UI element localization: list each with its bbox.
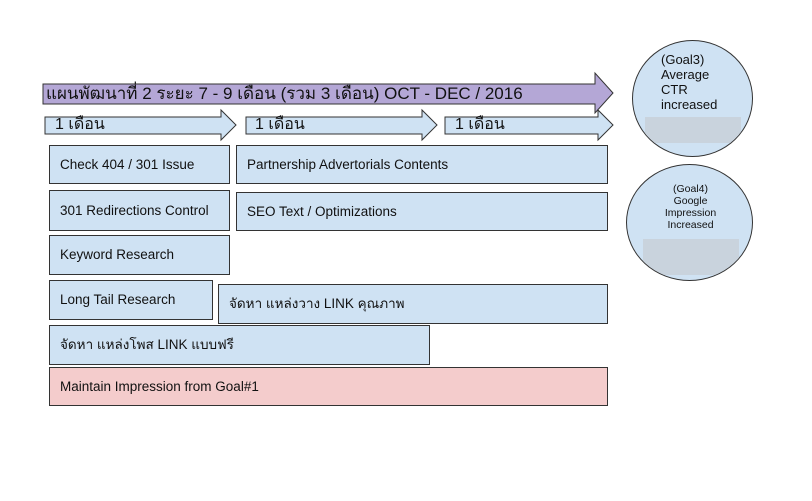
task-free-link: จัดหา แหล่งโพส LINK แบบฟรี <box>49 325 430 365</box>
plan-arrow-label: แผนพัฒนาที่ 2 ระยะ 7 - 9 เดือน (รวม 3 เด… <box>46 84 523 103</box>
goal4-line1: Google <box>673 195 708 207</box>
task-keyword-label: Keyword Research <box>60 247 175 262</box>
task-maintain-impression: Maintain Impression from Goal#1 <box>49 367 608 406</box>
task-maintain-impression-label: Maintain Impression from Goal#1 <box>60 378 259 394</box>
month-arrow-3-shape <box>444 108 614 142</box>
task-partnership: Partnership Advertorials Contents <box>236 145 608 184</box>
month-arrow-1-shape <box>44 108 237 142</box>
goal3-line1: Average <box>661 67 710 82</box>
goal4-title: (Goal4) <box>672 183 708 195</box>
goal4-circle: (Goal4) Google Impression Increased <box>626 164 753 281</box>
task-long-tail-label: Long Tail Research <box>60 292 176 307</box>
task-redirections: 301 Redirections Control <box>49 190 230 231</box>
task-redirections-label: 301 Redirections Control <box>60 202 209 218</box>
month-arrow-3-label: 1 เดือน <box>455 116 505 133</box>
goal4-line2: Impression <box>664 207 717 219</box>
goal3-line2: CTR <box>661 82 688 97</box>
task-long-tail: Long Tail Research <box>49 280 213 320</box>
goal4-line3: Increased <box>667 219 714 231</box>
task-quality-link-label: จัดหา แหล่งวาง LINK คุณภาพ <box>229 296 405 311</box>
task-check-404: Check 404 / 301 Issue <box>49 145 230 184</box>
task-keyword: Keyword Research <box>49 235 230 275</box>
task-seo-text: SEO Text / Optimizations <box>236 192 608 231</box>
goal4-text: (Goal4) Google Impression Increased <box>647 183 734 231</box>
goal3-text: (Goal3) Average CTR increased <box>661 52 731 112</box>
task-seo-text-label: SEO Text / Optimizations <box>247 203 397 219</box>
goal4-placeholder <box>643 239 739 275</box>
goal3-line3: increased <box>661 97 718 112</box>
month-arrow-1-label: 1 เดือน <box>55 116 105 133</box>
task-check-404-label: Check 404 / 301 Issue <box>60 156 195 172</box>
task-free-link-label: จัดหา แหล่งโพส LINK แบบฟรี <box>60 337 234 352</box>
month-arrow-2-label: 1 เดือน <box>255 116 305 133</box>
month-arrow-2-shape <box>245 108 438 142</box>
goal3-placeholder <box>645 117 741 143</box>
goal3-circle: (Goal3) Average CTR increased <box>632 40 753 157</box>
task-quality-link: จัดหา แหล่งวาง LINK คุณภาพ <box>218 284 608 324</box>
task-partnership-label: Partnership Advertorials Contents <box>247 156 449 172</box>
goal3-title: (Goal3) <box>661 52 705 67</box>
